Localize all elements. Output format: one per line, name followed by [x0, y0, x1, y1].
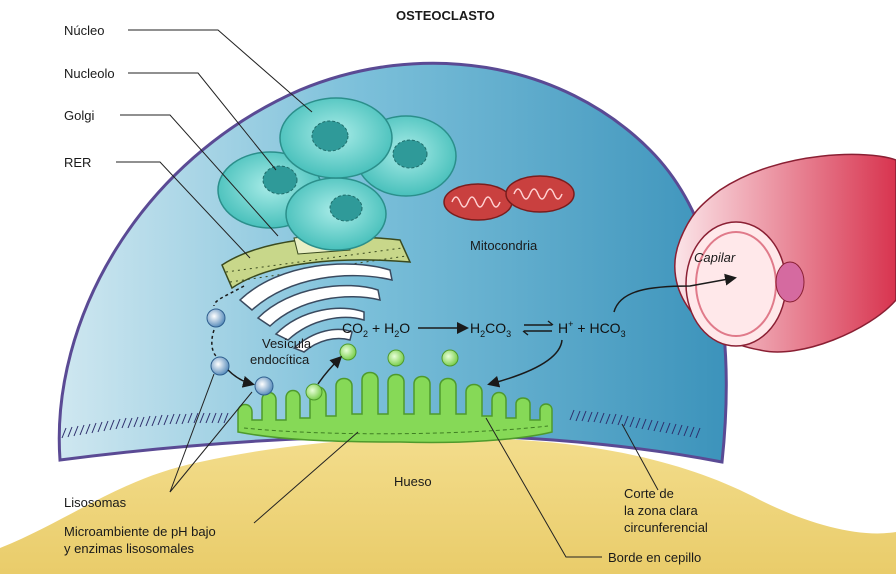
label-hueso: Hueso [394, 474, 432, 489]
nucleolus [393, 140, 427, 168]
nucleolus [263, 166, 297, 194]
label-nucleo: Núcleo [64, 23, 104, 38]
label-nucleolo: Nucleolo [64, 66, 115, 81]
label-corte-2: la zona clara [624, 503, 698, 518]
label-vesicula-2: endocítica [250, 352, 310, 367]
nucleolus [330, 195, 362, 221]
label-borde: Borde en cepillo [608, 550, 701, 565]
label-corte-3: circunferencial [624, 520, 708, 535]
label-microambiente-1: Microambiente de pH bajo [64, 524, 216, 539]
label-corte-1: Corte de [624, 486, 674, 501]
label-golgi: Golgi [64, 108, 94, 123]
label-vesicula-1: Vesícula [262, 336, 312, 351]
diagram-title: OSTEOCLASTO [396, 8, 495, 23]
label-mitocondria: Mitocondria [470, 238, 538, 253]
label-capilar: Capilar [694, 250, 736, 265]
label-lisosomas: Lisosomas [64, 495, 127, 510]
label-rer: RER [64, 155, 91, 170]
nucleolus [312, 121, 348, 151]
label-microambiente-2: y enzimas lisosomales [64, 541, 195, 556]
